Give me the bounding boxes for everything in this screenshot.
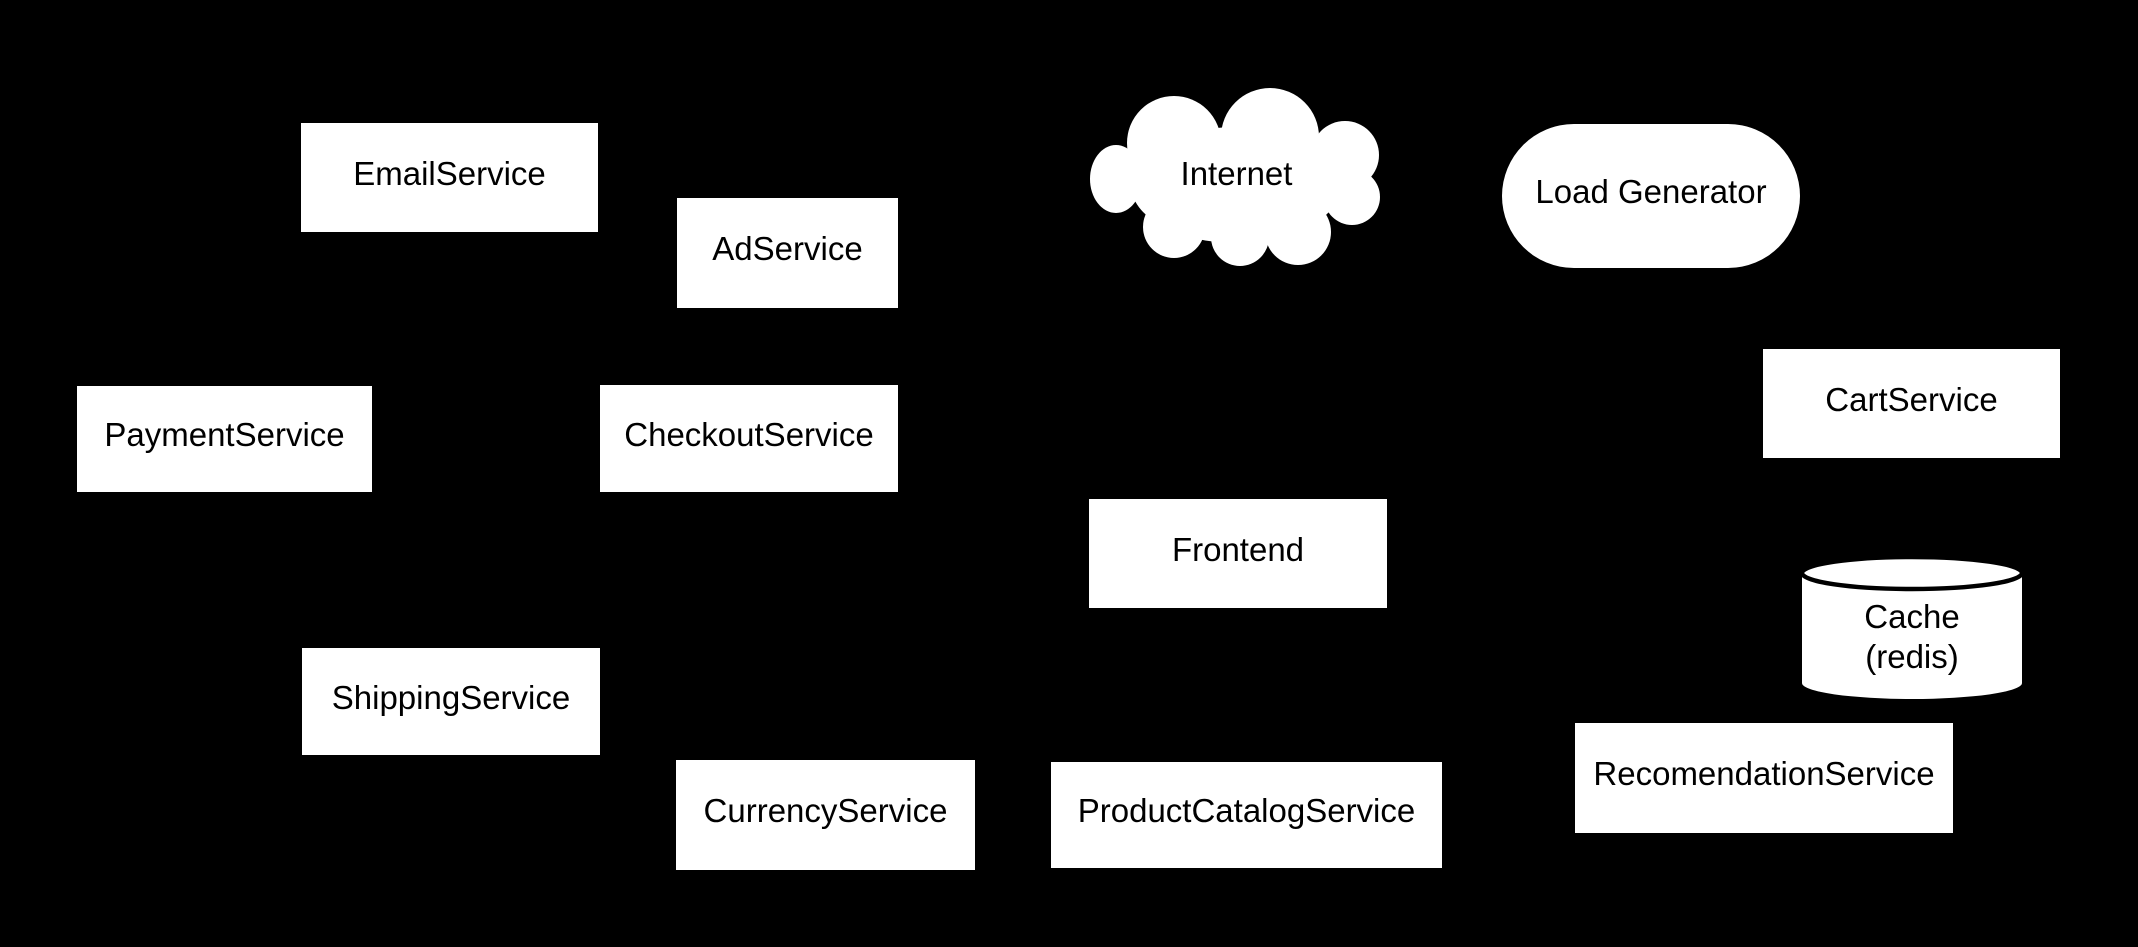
node-frontend: Frontend bbox=[1089, 499, 1387, 608]
node-ad-service: AdService bbox=[677, 198, 898, 308]
node-payment-service: PaymentService bbox=[77, 386, 372, 492]
node-currency-service: CurrencyService bbox=[676, 760, 975, 870]
node-recomendation-service: RecomendationService bbox=[1575, 723, 1953, 833]
node-product-catalog-service-label: ProductCatalogService bbox=[1077, 792, 1416, 829]
node-cache-redis: Cache (redis) bbox=[1799, 555, 2025, 701]
cache-label-line2: (redis) bbox=[1865, 638, 1959, 675]
node-internet-label: Internet bbox=[1180, 155, 1293, 192]
node-checkout-service-label: CheckoutService bbox=[624, 415, 874, 453]
node-internet: Internet bbox=[1090, 87, 1383, 267]
node-product-catalog-service: ProductCatalogService bbox=[1051, 762, 1442, 868]
node-shipping-service: ShippingService bbox=[302, 648, 600, 755]
node-currency-service-label: CurrencyService bbox=[703, 792, 948, 829]
node-recomendation-service-label: RecomendationService bbox=[1593, 755, 1935, 792]
node-cache-redis-label: Cache (redis) bbox=[1799, 597, 2025, 677]
node-frontend-label: Frontend bbox=[1171, 530, 1305, 568]
node-email-service-label: EmailService bbox=[353, 154, 546, 192]
database-cylinder-icon bbox=[1799, 555, 2025, 699]
internet-cloud-icon bbox=[1090, 88, 1380, 266]
node-payment-service-label: PaymentService bbox=[104, 416, 345, 453]
node-load-generator-label: Load Generator bbox=[1535, 173, 1767, 210]
cache-label-line1: Cache bbox=[1864, 598, 1960, 635]
node-email-service: EmailService bbox=[301, 123, 598, 232]
node-cart-service-label: CartService bbox=[1825, 380, 1998, 418]
node-ad-service-label: AdService bbox=[712, 230, 863, 267]
node-cart-service: CartService bbox=[1763, 349, 2060, 458]
node-shipping-service-label: ShippingService bbox=[331, 678, 571, 716]
node-checkout-service: CheckoutService bbox=[600, 385, 898, 492]
node-load-generator: Load Generator bbox=[1502, 124, 1800, 268]
